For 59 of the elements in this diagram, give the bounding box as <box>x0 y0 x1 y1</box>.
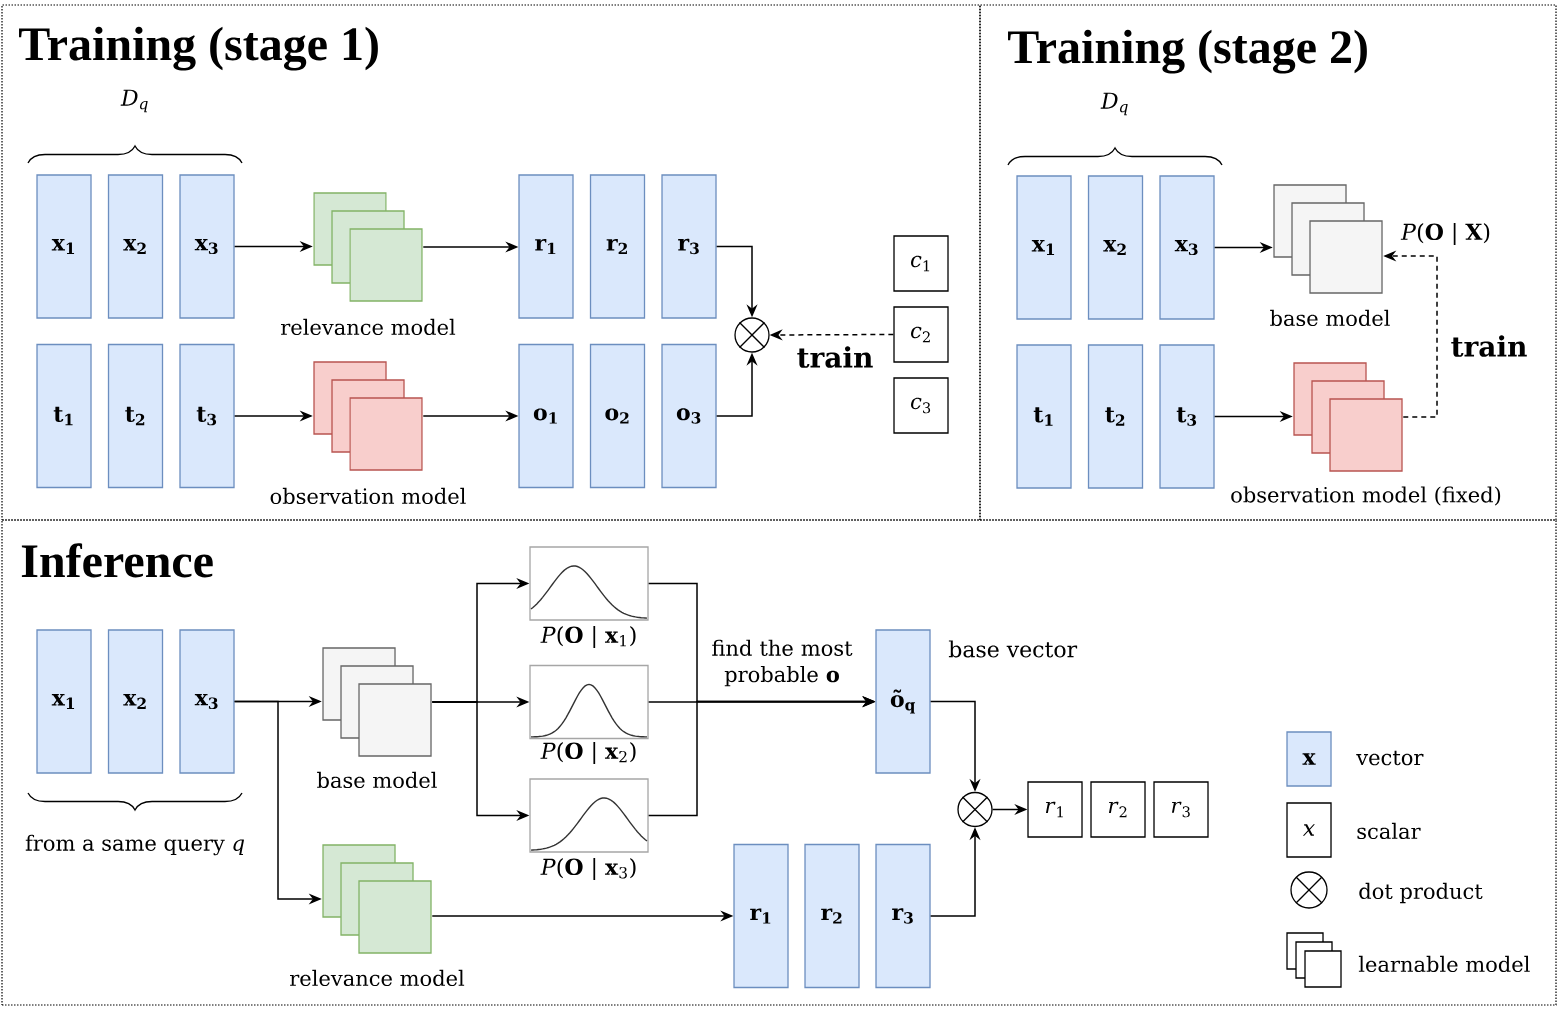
dot-product-symbol <box>734 317 770 353</box>
edge-label: train <box>1449 333 1529 359</box>
scalar-box: r$_{1}$ <box>1027 781 1083 838</box>
model-label: relevance model <box>281 318 456 336</box>
set-label: D$_{q}$ <box>1100 92 1128 116</box>
scalar-box: r$_{2}$ <box>1090 781 1146 838</box>
vector-box: o$_{1}$ <box>518 343 574 489</box>
scalar-box: r$_{3}$ <box>1153 781 1209 838</box>
edge-label: train <box>795 344 875 370</box>
vector-box: t$_{3}$ <box>179 343 235 489</box>
vector-box: x$_{3}$ <box>179 174 235 319</box>
vector-box: t$_{1}$ <box>1016 344 1072 489</box>
brace-label: from a same query q <box>25 834 245 856</box>
panel-title: Inference <box>21 543 213 578</box>
scalar-box: c$_{3}$ <box>893 377 949 434</box>
plot-label: P(O | x$_{2}$) <box>540 742 636 764</box>
scalar-box: c$_{1}$ <box>893 235 949 292</box>
vector-box: r$_{2}$ <box>804 843 860 989</box>
dot-product-symbol <box>957 791 993 828</box>
model-label: base model <box>317 771 437 789</box>
vector-box: r$_{3}$ <box>661 174 717 319</box>
edge-label: find the most probable o <box>705 638 859 688</box>
panel-title: Training (stage 2) <box>1008 29 1367 74</box>
legend-label: scalar <box>1357 822 1421 840</box>
vector-box: o$_{3}$ <box>661 343 717 489</box>
vector-box: x$_{2}$ <box>107 174 164 319</box>
vector-box: t$_{1}$ <box>36 343 92 489</box>
model-label: base model <box>1270 309 1390 327</box>
side-label: base vector <box>948 640 1078 658</box>
model-label: observation model (fixed) <box>1231 486 1501 506</box>
vector-box: r$_{3}$ <box>875 843 931 989</box>
panel-title: Training (stage 1) <box>19 26 378 71</box>
vector-box: r$_{1}$ <box>518 174 574 319</box>
set-label: D$_{q}$ <box>120 89 148 113</box>
vector-box: x$_{2}$ <box>107 629 164 774</box>
legend-label: dot product <box>1359 882 1483 904</box>
vector-box: o$_{2}$ <box>589 343 646 489</box>
vector-box: t$_{3}$ <box>1159 344 1215 489</box>
model-label: observation model <box>270 487 466 505</box>
vector-box: õ$_{q}$ <box>875 629 931 774</box>
model-label: relevance model <box>290 969 465 987</box>
vector-box: t$_{2}$ <box>107 343 164 489</box>
vector-box: t$_{2}$ <box>1087 344 1144 489</box>
vector-box: r$_{1}$ <box>733 843 789 989</box>
plot-label: P(O | x$_{3}$) <box>540 858 636 880</box>
legend-label: vector <box>1356 750 1424 766</box>
legend-label: learnable model <box>1358 955 1530 973</box>
plot-label: P(O | x$_{1}$) <box>540 626 636 648</box>
scalar-box: c$_{2}$ <box>893 306 949 363</box>
vector-box: x$_{1}$ <box>36 174 92 319</box>
vector-box: x$_{3}$ <box>179 629 235 774</box>
vector-box: x$_{3}$ <box>1159 175 1215 320</box>
vector-box: x$_{1}$ <box>36 629 92 774</box>
vector-box: r$_{2}$ <box>589 174 646 319</box>
scalar-sample: x <box>1286 802 1332 858</box>
side-label: P(O | X) <box>1400 223 1490 245</box>
vector-box: x$_{2}$ <box>1087 175 1144 320</box>
vector-box: x$_{1}$ <box>1016 175 1072 320</box>
vector-sample: x <box>1286 731 1332 787</box>
